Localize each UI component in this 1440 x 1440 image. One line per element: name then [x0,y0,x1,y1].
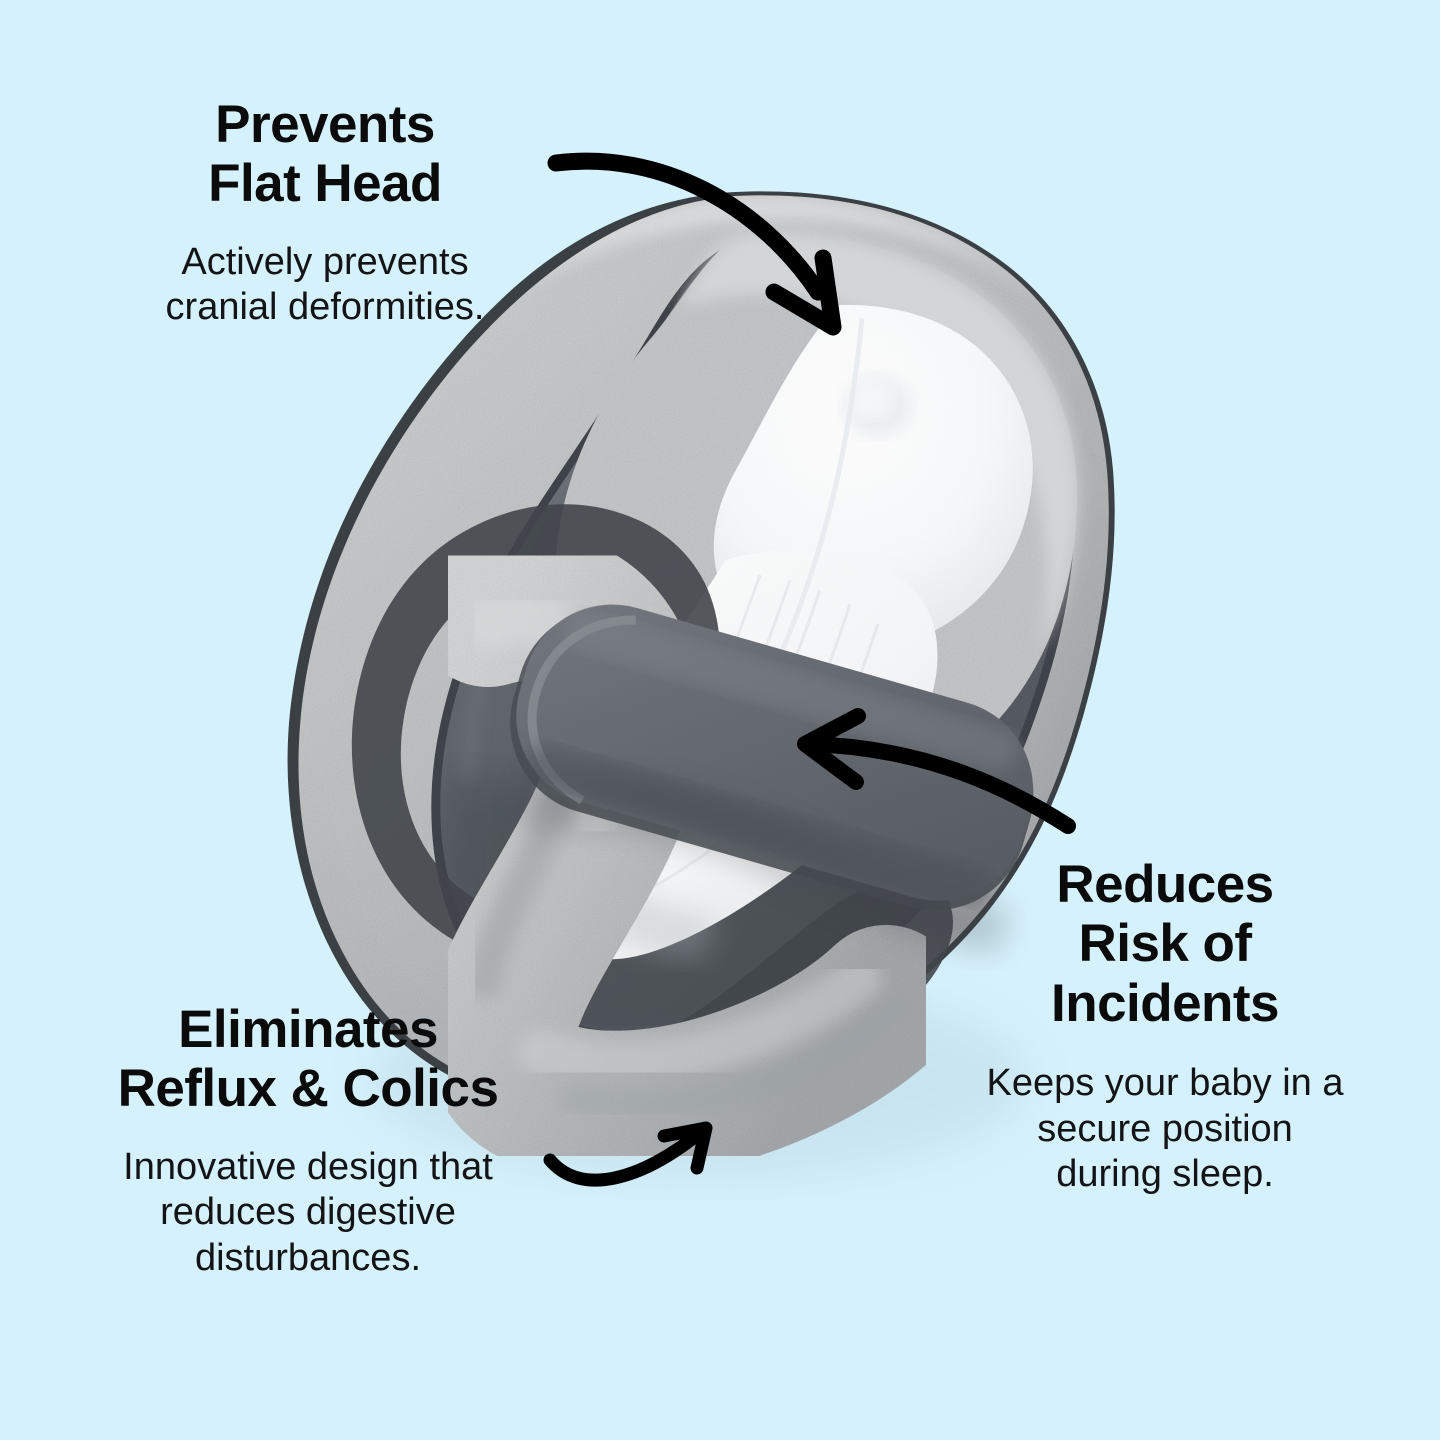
feature-block-flat-head: Prevents Flat Head Actively prevents cra… [90,95,560,331]
mattress-center-seam [719,317,865,772]
head-support-surround [555,232,1078,804]
feature-description-flat-head: Actively prevents cranial deformities. [165,240,485,329]
head-pad-backing [555,232,1078,804]
curved-arrow-up-right-icon [543,1121,713,1187]
strap-stitch [527,615,636,805]
feature-block-incidents: Reduces Risk of Incidents Keeps your bab… [950,855,1380,1198]
curved-arrow-left-icon [797,708,1076,834]
feature-block-reflux-colics: Eliminates Reflux & Colics Innovative de… [58,1000,558,1282]
mattress-head-pad [713,304,1033,656]
feature-title-reflux-colics: Eliminates Reflux & Colics [117,1000,499,1119]
strap-cast-shadow [520,772,1010,952]
mattress-body-pad [545,549,938,960]
feature-title-flat-head: Prevents Flat Head [208,95,442,214]
feature-description-incidents: Keeps your baby in a secure position dur… [986,1062,1344,1196]
mattress-rib-texture [639,574,880,888]
feature-description-reflux-colics: Innovative design that reduces digestive… [123,1145,493,1279]
curved-arrow-down-right-icon [547,152,842,336]
feature-title-incidents: Reduces Risk of Incidents [1051,855,1279,1033]
